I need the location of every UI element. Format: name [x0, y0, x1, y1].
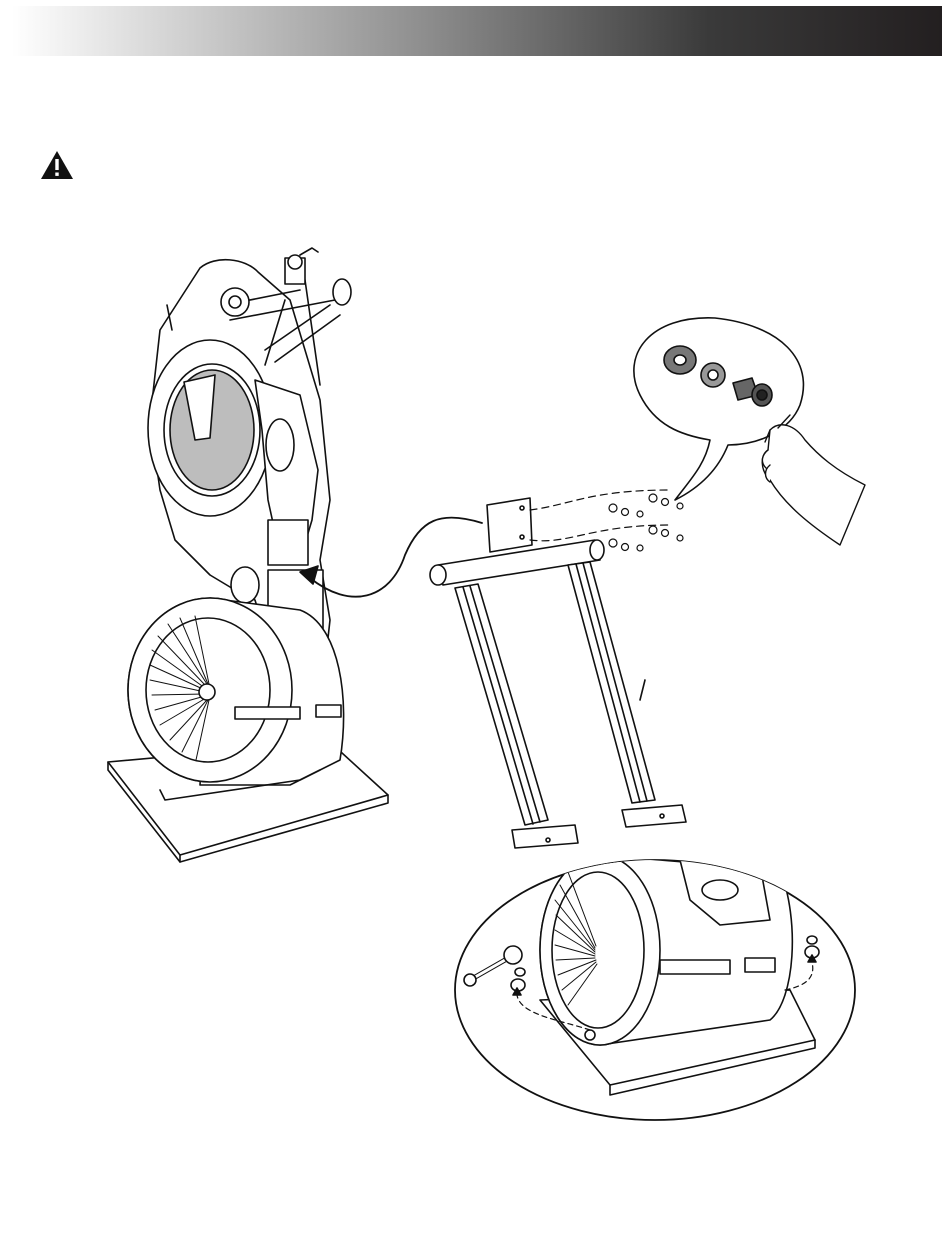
warning-triangle-icon: [40, 150, 74, 180]
hand-icon: [762, 415, 865, 545]
nut-icon: [515, 968, 525, 976]
placement-arrow: [300, 518, 482, 597]
machine-body: [108, 248, 388, 862]
base-detail-inset: [455, 855, 855, 1120]
front-stand: [430, 498, 686, 848]
header-bar: [12, 6, 942, 56]
assembly-illustration: [0, 230, 950, 1130]
loose-hardware: [609, 494, 683, 551]
